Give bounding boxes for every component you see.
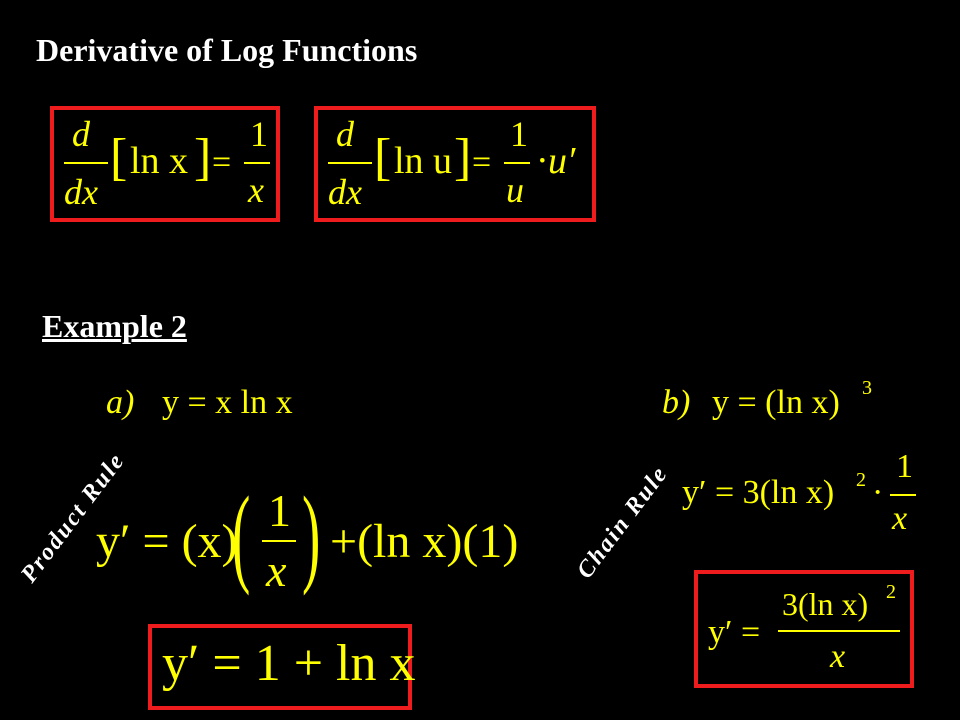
formula2-rbracket: ] (454, 129, 472, 186)
formula-box-ln-x (50, 106, 280, 222)
part-a-left-paren: ( (232, 474, 251, 596)
part-b-result-den: x (830, 638, 846, 675)
part-a-frac-bar (262, 540, 296, 542)
formula2-dot: · (536, 140, 549, 182)
formula-box-ln-u (314, 106, 596, 222)
part-b-equation: y = (ln x) (712, 384, 840, 421)
formula1-frac-bar (64, 162, 108, 164)
part-b-work-dot: · (872, 474, 884, 511)
result-box-b (694, 570, 914, 688)
formula2-equals: = (472, 144, 492, 181)
part-a-frac-x: x (266, 545, 287, 596)
part-b-work-exp: 2 (856, 469, 866, 491)
part-b-result-exp: 2 (886, 581, 896, 603)
part-b-result-num: 3(ln x) (782, 586, 869, 622)
formula2-u: u (506, 170, 524, 210)
part-a-right-paren: ) (302, 474, 321, 596)
part-a-work-rhs: +(ln x)(1) (330, 515, 519, 568)
formula1-d: d (72, 114, 90, 154)
part-a-frac-one: 1 (268, 485, 291, 536)
formula1-dx: dx (64, 172, 98, 212)
formula2-u-prime: u′ (548, 140, 576, 182)
chain-rule-label: Chain Rule (572, 460, 674, 584)
formula1-equals: = (212, 144, 232, 181)
part-b-result-lhs: y′ = (708, 614, 761, 651)
formula2-frac-bar-2 (504, 162, 530, 164)
formula2-one: 1 (510, 114, 528, 154)
part-b-label: b) (662, 384, 691, 421)
formula2-frac-bar (328, 162, 372, 164)
formula1-x: x (248, 170, 264, 210)
part-b-result-frac-bar (778, 630, 900, 632)
part-a-result: y′ = 1 + ln x (162, 635, 416, 692)
page-title: Derivative of Log Functions (36, 32, 418, 68)
formula2-lbracket: [ (374, 129, 392, 186)
formula2-ln-u: ln u (394, 140, 453, 182)
result-box-a (148, 624, 412, 710)
part-b-work-one: 1 (896, 448, 913, 485)
part-b-work-lhs: y′ = 3(ln x) (682, 474, 835, 511)
part-a-equation: y = x ln x (162, 384, 293, 421)
part-b-work-frac-bar (890, 494, 916, 496)
part-b-work-x: x (892, 500, 908, 537)
example-heading: Example 2 (42, 308, 187, 344)
part-b-exponent: 3 (862, 377, 872, 399)
formula2-d: d (336, 114, 354, 154)
part-a-work-lhs: y′ = (x) (96, 515, 238, 568)
part-a-label: a) (106, 384, 135, 421)
formula1-lbracket: [ (110, 129, 128, 186)
formula1-rbracket: ] (194, 129, 212, 186)
formula1-one: 1 (250, 114, 268, 154)
formula1-ln-x: ln x (130, 140, 189, 182)
formula2-dx: dx (328, 172, 362, 212)
formula1-frac-bar-2 (244, 162, 270, 164)
